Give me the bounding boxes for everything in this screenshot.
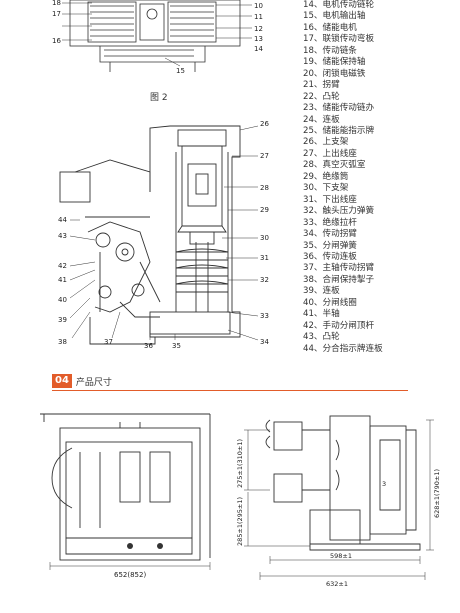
part-item: 43、凸轮 (303, 332, 340, 343)
callout-label: 35 (172, 342, 181, 350)
section-header: 04 产品尺寸 (52, 374, 112, 388)
part-item: 22、凸轮 (303, 91, 340, 102)
part-item: 24、连板 (303, 114, 340, 125)
part-item: 26、上支架 (303, 137, 349, 148)
motor-assembly-drawing: 18 17 16 15 11 12 13 14 10 (52, 0, 263, 75)
callout-label: 43 (58, 232, 67, 240)
callout-label: 33 (260, 312, 269, 320)
callout-label: 29 (260, 206, 269, 214)
mechanism-drawing: 26 27 28 29 30 31 32 33 34 35 36 37 38 3… (58, 120, 269, 350)
part-item: 35、分闸弹簧 (303, 240, 357, 251)
callout-label: 44 (58, 216, 67, 224)
callout-label: 12 (254, 25, 263, 33)
part-item: 18、传动链条 (303, 45, 357, 56)
part-item: 40、分闸线圈 (303, 297, 357, 308)
dimension-label: 628±1(790±1) (433, 469, 441, 518)
part-item: 15、电机输出轴 (303, 11, 366, 22)
part-item: 14、电机传动链轮 (303, 0, 375, 10)
part-item: 31、下出线座 (303, 194, 357, 205)
callout-label: 11 (254, 13, 263, 21)
callout-label: 26 (260, 120, 269, 128)
part-item: 25、储能能指示牌 (303, 125, 375, 136)
section-divider (52, 390, 408, 391)
part-item: 16、储能电机 (303, 22, 357, 33)
section-number: 04 (52, 374, 72, 388)
callout-label: 38 (58, 338, 67, 346)
callout-label: 39 (58, 316, 67, 324)
figure-caption: 图 2 (150, 93, 168, 103)
dimension-label: 3 (382, 480, 386, 488)
callout-label: 14 (254, 45, 263, 53)
part-item: 28、真空灭弧室 (303, 160, 366, 171)
part-item: 27、上出线座 (303, 148, 357, 159)
callout-label: 31 (260, 254, 269, 262)
callout-label: 40 (58, 296, 67, 304)
callout-label: 15 (176, 67, 185, 75)
part-item: 39、连板 (303, 286, 340, 297)
part-item: 32、触头压力弹簧 (303, 206, 375, 217)
callout-label: 34 (260, 338, 269, 346)
part-item: 42、手动分闸顶杆 (303, 320, 375, 331)
callout-label: 30 (260, 234, 269, 242)
dimension-label: 275±1(310±1) (236, 439, 244, 488)
callout-label: 17 (52, 10, 61, 18)
callout-label: 18 (52, 0, 61, 7)
front-view-drawing: 652(852) (40, 413, 211, 579)
callout-label: 32 (260, 276, 269, 284)
part-item: 37、主轴传动拐臂 (303, 263, 375, 274)
part-item: 19、储能保持轴 (303, 57, 366, 68)
dimension-label: 632±1 (326, 580, 348, 588)
part-item: 34、传动拐臂 (303, 229, 357, 240)
callout-label: 36 (144, 342, 153, 350)
part-item: 36、传动连板 (303, 251, 357, 262)
callout-label: 10 (254, 2, 263, 10)
part-item: 30、下支架 (303, 183, 349, 194)
parts-list: 14、电机传动链轮 15、电机输出轴 16、储能电机 17、联锁传动弯板 18、… (303, 0, 458, 355)
callout-label: 13 (254, 35, 263, 43)
dimension-label: 598±1 (330, 552, 352, 560)
side-view-drawing: 275±1(310±1) 285±1(295±1) 628±1(790±1) 3… (236, 415, 441, 588)
callout-label: 41 (58, 276, 67, 284)
part-item: 20、闭锁电磁铁 (303, 68, 366, 79)
callout-label: 37 (104, 338, 113, 346)
section-title: 产品尺寸 (75, 377, 112, 388)
callout-label: 27 (260, 152, 269, 160)
part-item: 21、拐臂 (303, 80, 340, 91)
part-item: 33、绝缘拉杆 (303, 217, 357, 228)
callout-label: 16 (52, 37, 61, 45)
part-item: 38、合闸保持掣子 (303, 274, 375, 285)
part-item: 41、半轴 (303, 309, 340, 320)
part-item: 29、绝缘筒 (303, 171, 349, 182)
callout-label: 42 (58, 262, 67, 270)
callout-label: 28 (260, 184, 269, 192)
dimension-label: 285±1(295±1) (236, 497, 244, 546)
dimension-label: 652(852) (114, 571, 146, 579)
part-item: 44、分合指示牌连板 (303, 343, 383, 354)
part-item: 17、联锁传动弯板 (303, 34, 375, 45)
part-item: 23、储能传动链办 (303, 103, 375, 114)
